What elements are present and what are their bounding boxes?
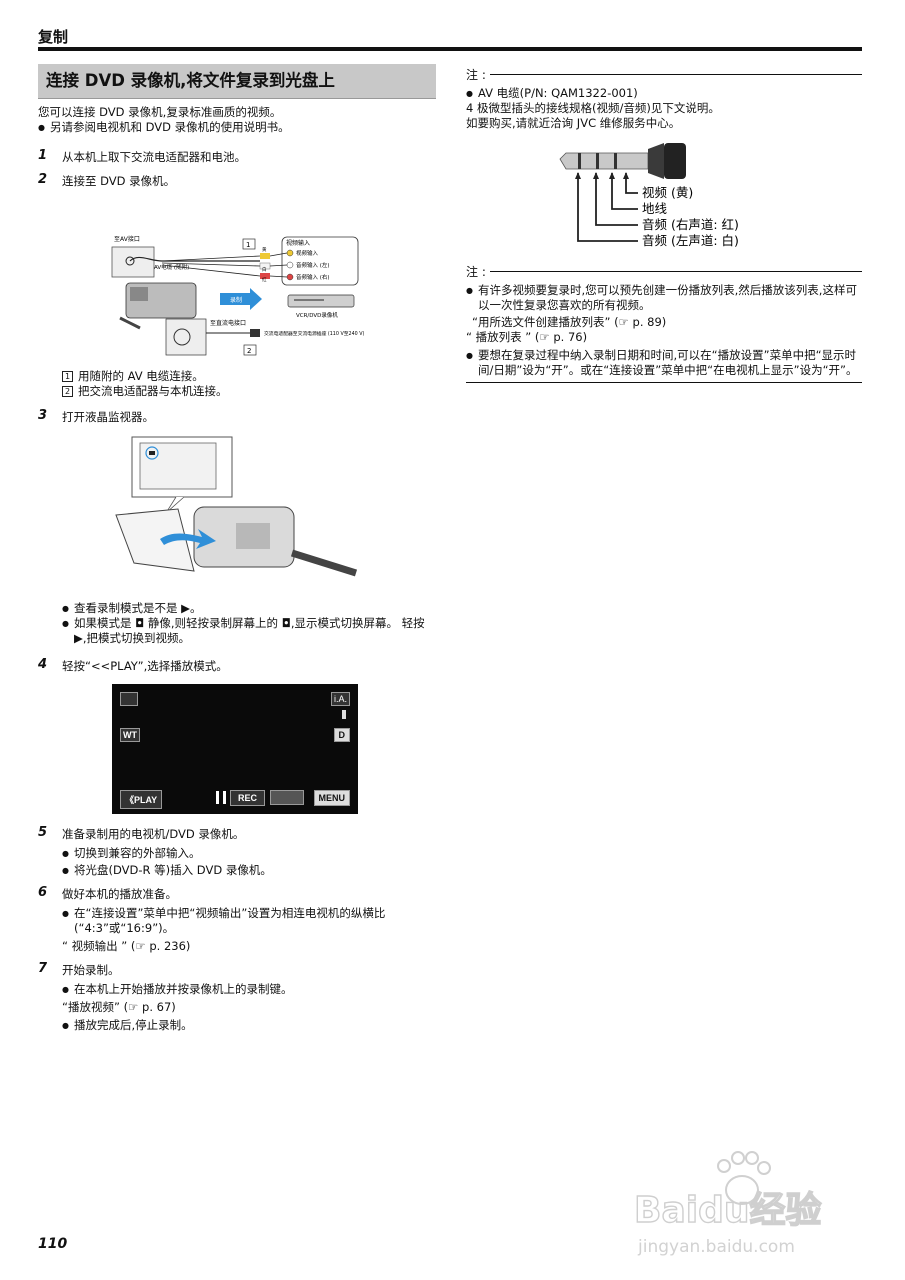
step-number: 7 (38, 961, 48, 976)
title-underline (38, 98, 436, 99)
video-in-label: 视频输入 (296, 249, 319, 257)
note-2-end-rule (466, 382, 862, 383)
lcd-monitor-illustration (115, 436, 358, 577)
note-2-bullet-1: 有许多视频要复录时,您可以预先创建一份播放列表,然后播放该列表,这样可以一次性复… (466, 283, 862, 313)
step5-bullet-1: 切换到兼容的外部输入。 (62, 846, 436, 861)
video-in-header: 视频输入 (286, 239, 310, 247)
plug-label-ground: 地线 (642, 201, 668, 216)
record-arrow-icon (220, 288, 262, 310)
step-text: 轻按“<<PLAY”,选择播放模式。 (62, 659, 228, 673)
open-arrow-icon (160, 529, 216, 549)
av-cable-label: AV电缆 (随附) (154, 263, 189, 271)
note-1-text-2: 如要购买,请就近洽询 JVC 维修服务中心。 (466, 116, 681, 130)
playback-screen: i.A. WT D 《PLAY REC MENU (112, 684, 358, 814)
step6-bullet-1: 在“连接设置”菜单中把“视频输出”设置为相连电视机的纵横比 (“4:3”或“16… (62, 906, 436, 936)
color-yellow: 黄 (262, 246, 267, 253)
step-number: 3 (38, 408, 48, 423)
adapter-label: 交流电适配器至交流电源插座 (110 V至240 V) (264, 330, 364, 337)
ia-button[interactable]: i.A. (330, 692, 350, 706)
step6-ref[interactable]: “ 视频输出 ” (☞ p. 236) (62, 939, 191, 953)
step7-bullet-1: 在本机上开始播放并按录像机上的录制键。 (62, 982, 436, 997)
connection-diagram: 至AV接口 AV电缆 (随附) 1 黄 白 红 视频输入 视频输入 音频输入 (… (111, 235, 364, 356)
record-label: 录制 (230, 296, 242, 304)
step-text: 连接至 DVD 录像机。 (62, 174, 176, 188)
plug-label-video: 视频 (黄) (642, 185, 693, 200)
step5-bullet-2: 将光盘(DVD-R 等)插入 DVD 录像机。 (62, 863, 436, 878)
step3-bullets: 查看录制模式是不是 ▶。 如果模式是 ◘ 静像,则轻按录制屏幕上的 ◘,显示模式… (62, 601, 436, 646)
pause-icon[interactable] (216, 791, 226, 804)
note-2-ref-2[interactable]: “ 播放列表 ” (☞ p. 76) (466, 330, 588, 344)
recorder-label: VCR/DVD录像机 (296, 311, 338, 319)
watermark-brand: Baidu经验 (634, 1190, 821, 1231)
flag-icon[interactable] (270, 790, 304, 805)
note-1-text-1: 4 极微型插头的接线规格(视频/音频)见下文说明。 (466, 101, 720, 115)
step7-bullet-2: 播放完成后,停止录制。 (62, 1018, 436, 1033)
watermark-url: jingyan.baidu.com (637, 1237, 795, 1257)
plug-label-audio-left: 音频 (左声道: 白) (642, 233, 739, 248)
video-mode-button[interactable] (120, 692, 138, 706)
step-number: 4 (38, 657, 48, 672)
color-white: 白 (262, 266, 267, 273)
step-number: 6 (38, 885, 48, 900)
note-1-bullet: AV 电缆(P/N: QAM1322-001) (466, 86, 862, 101)
menu-button[interactable]: MENU (313, 790, 350, 806)
step3-bullet-1: 查看录制模式是不是 ▶。 (62, 601, 436, 616)
person-icon (342, 710, 346, 719)
step-text: 准备录制用的电视机/DVD 录像机。 (62, 827, 245, 841)
step7-bullets: 在本机上开始播放并按录像机上的录制键。 “播放视频” (☞ p. 67) 播放完… (62, 982, 436, 1033)
display-button[interactable]: D (333, 728, 350, 742)
note-2-label: 注 : (466, 265, 486, 279)
note-2-bullet-2: 要想在复录过程中纳入录制日期和时间,可以在“播放设置”菜单中把“显示时间/日期”… (466, 348, 862, 378)
section-title: 连接 DVD 录像机,将文件复录到光盘上 (38, 64, 436, 98)
step-3: 3 打开液晶监视器。 (38, 408, 436, 425)
step-text: 做好本机的播放准备。 (62, 887, 177, 901)
header-rule (38, 47, 862, 51)
audio-right-label: 音频输入 (右) (296, 273, 330, 281)
page-number: 110 (38, 1236, 68, 1252)
audio-left-label: 音频输入 (左) (296, 261, 330, 269)
step5-bullets: 切换到兼容的外部输入。 将光盘(DVD-R 等)插入 DVD 录像机。 (62, 846, 436, 878)
note-1-label: 注 : (466, 68, 486, 82)
video-mode-icon (149, 451, 155, 455)
step-text: 从本机上取下交流电适配器和电池。 (62, 150, 246, 164)
diagram-box-1: 1 (246, 241, 250, 249)
step7-ref[interactable]: “播放视频” (☞ p. 67) (62, 1000, 176, 1014)
intro-bullet: 另请参阅电视机和 DVD 录像机的使用说明书。 (38, 120, 436, 135)
plug-label-audio-right: 音频 (右声道: 红) (642, 217, 739, 232)
step-5: 5 准备录制用的电视机/DVD 录像机。 (38, 825, 436, 842)
step-4: 4 轻按“<<PLAY”,选择播放模式。 (38, 657, 436, 674)
step-2: 2 连接至 DVD 录像机。 (38, 172, 436, 189)
play-mode-button[interactable]: 《PLAY (120, 790, 163, 809)
left-column: 连接 DVD 录像机,将文件复录到光盘上 您可以连接 DVD 录像机,复录标准画… (38, 64, 436, 1033)
step-number: 2 (38, 172, 48, 187)
page-header-title: 复制 (38, 28, 69, 46)
step-number: 5 (38, 825, 48, 840)
step-number: 1 (38, 148, 48, 163)
step3-bullet-2: 如果模式是 ◘ 静像,则轻按录制屏幕上的 ◘,显示模式切换屏幕。 轻按 ▶,把模… (62, 616, 436, 646)
step-text: 打开液晶监视器。 (62, 410, 154, 424)
zoom-wt-button[interactable]: WT (120, 728, 140, 742)
step6-bullets: 在“连接设置”菜单中把“视频输出”设置为相连电视机的纵横比 (“4:3”或“16… (62, 906, 436, 954)
note-1-header: 注 : (466, 66, 862, 83)
intro-text: 您可以连接 DVD 录像机,复录标准画质的视频。 (38, 105, 282, 119)
baidu-watermark-logo: Baidu经验 jingyan.baidu.com (633, 1151, 822, 1257)
diagram-box-2: 2 (247, 347, 251, 355)
step-6: 6 做好本机的播放准备。 (38, 885, 436, 902)
av-port-label: 至AV接口 (114, 235, 140, 243)
step-7: 7 开始录制。 (38, 961, 436, 978)
step-text: 开始录制。 (62, 963, 120, 977)
dc-port-label: 至直流电接口 (210, 319, 246, 327)
plug-wiring-diagram: 视频 (黄) 地线 音频 (右声道: 红) 音频 (左声道: 白) (559, 143, 739, 248)
color-red: 红 (262, 276, 267, 283)
rec-button[interactable]: REC (230, 790, 266, 806)
note-2-ref-1[interactable]: “用所选文件创建播放列表” (☞ p. 89) (472, 315, 667, 329)
note-2-header: 注 : (466, 263, 862, 280)
step-1: 1 从本机上取下交流电适配器和电池。 (38, 148, 436, 165)
right-column: 注 : AV 电缆(P/N: QAM1322-001) 4 极微型插头的接线规格… (466, 66, 862, 383)
